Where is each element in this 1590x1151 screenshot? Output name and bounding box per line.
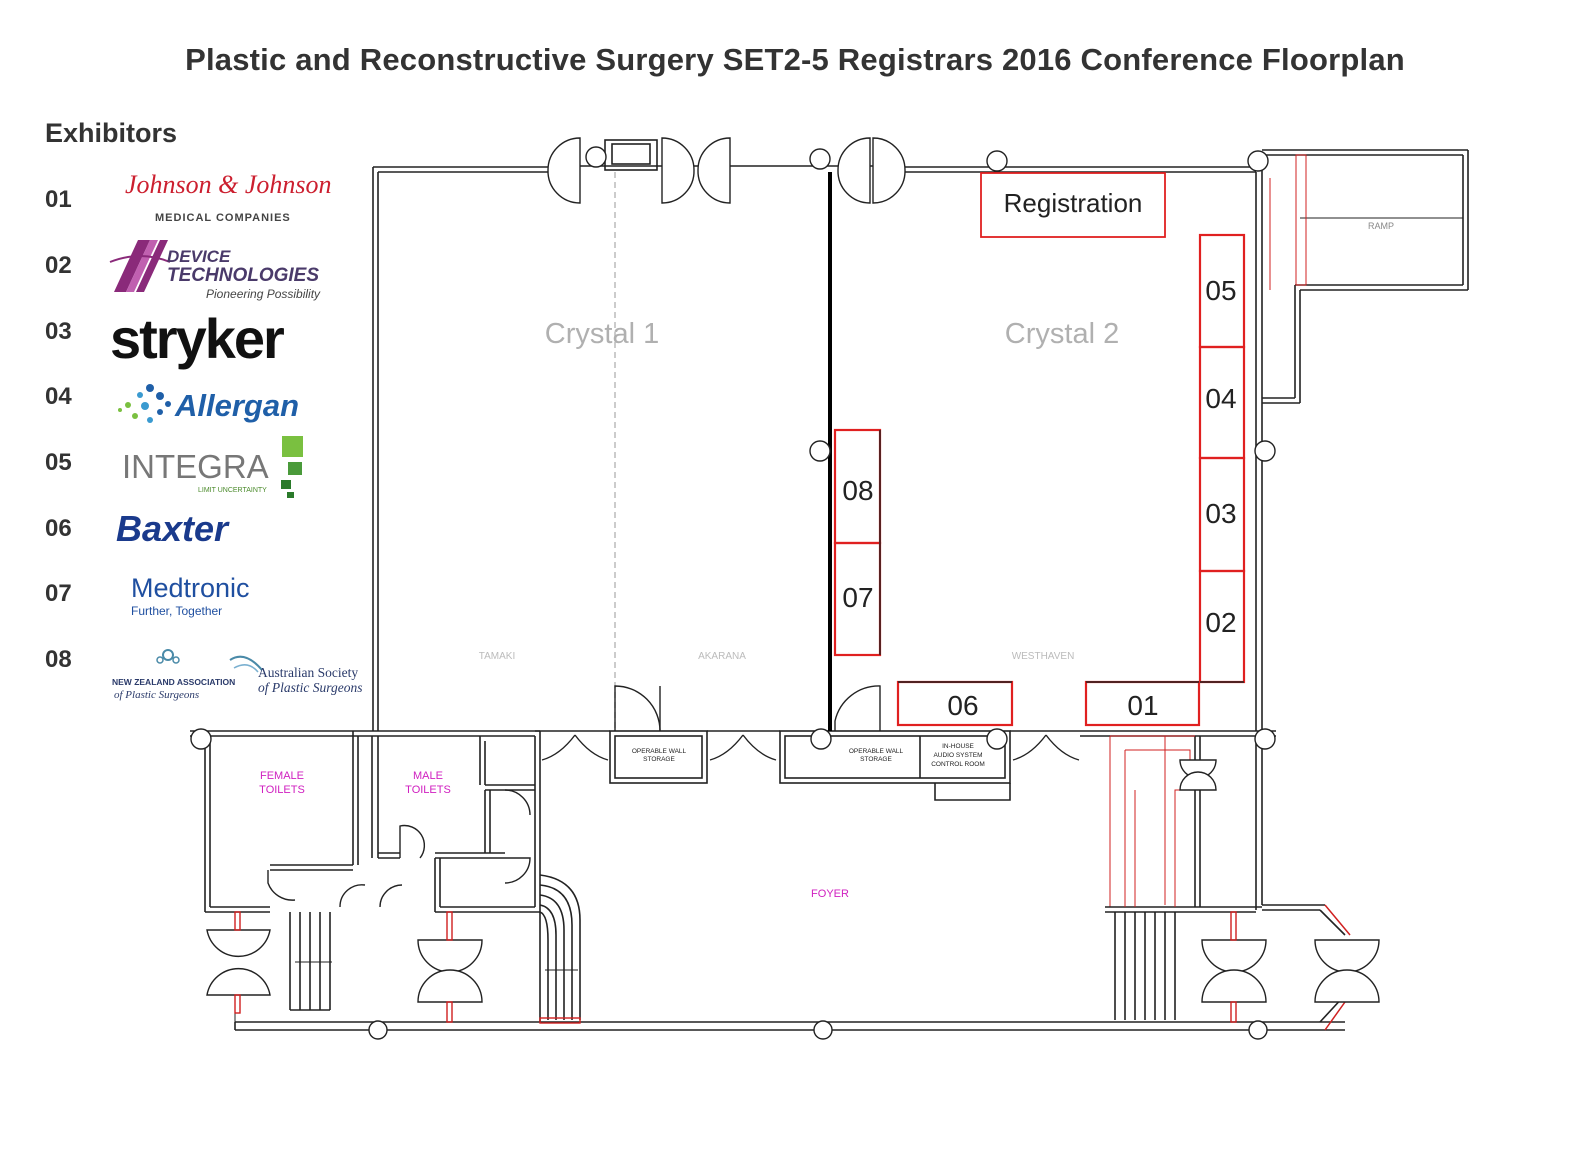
- exhibitor-number-07: 07: [45, 580, 72, 607]
- logo-dt-text: DEVICE: [167, 247, 231, 266]
- logo-device-technologies: DEVICE TECHNOLOGIES Pioneering Possibili…: [109, 240, 321, 301]
- booth-label-06: 06: [947, 690, 978, 721]
- operable-wall-storage-2a: OPERABLE WALL: [849, 748, 904, 755]
- logo-integra-text: INTEGRA: [122, 448, 269, 485]
- booth-black-edges: [879, 430, 1244, 683]
- exhibitor-number-06: 06: [45, 515, 72, 542]
- operable-wall-storage-1b: STORAGE: [643, 756, 675, 763]
- page-title: Plastic and Reconstructive Surgery SET2-…: [185, 42, 1405, 77]
- booth-label-08: 08: [842, 475, 873, 506]
- room-female-toilets-2: TOILETS: [259, 784, 305, 796]
- logo-integra-sub: LIMIT UNCERTAINTY: [198, 487, 267, 494]
- operable-wall-storage-1a: OPERABLE WALL: [632, 748, 687, 755]
- room-male-toilets-2: TOILETS: [405, 784, 451, 796]
- logo-stryker: stryker: [110, 307, 286, 370]
- exhibitors-heading: Exhibitors: [45, 118, 178, 148]
- room-akarana: AKARANA: [698, 651, 746, 662]
- booth-label-07: 07: [842, 582, 873, 613]
- room-crystal-2: Crystal 2: [1005, 318, 1119, 350]
- logo-nzaps-sub: of Plastic Surgeons: [114, 689, 199, 701]
- exhibitor-number-03: 03: [45, 318, 72, 345]
- red-frame-markers: [234, 911, 1237, 1024]
- logo-jj-sub: MEDICAL COMPANIES: [155, 212, 291, 224]
- inhouse-control-1: IN-HOUSE: [942, 743, 974, 750]
- exhibitor-number-01: 01: [45, 186, 72, 213]
- logo-stryker-text: stryker: [110, 307, 284, 370]
- operable-wall-storage-2b: STORAGE: [860, 756, 892, 763]
- logo-nzaps-text: NEW ZEALAND ASSOCIATION: [112, 677, 235, 687]
- logo-medtronic-text: Medtronic: [131, 573, 250, 603]
- logo-johnson-johnson: Johnson & Johnson MEDICAL COMPANIES: [125, 170, 332, 224]
- room-foyer: FOYER: [811, 888, 849, 900]
- registration-label: Registration: [1004, 188, 1143, 218]
- booth-label-02: 02: [1205, 607, 1236, 638]
- logo-dt-sub: Pioneering Possibility: [206, 287, 321, 301]
- columns: [190, 146, 1276, 1040]
- logo-baxter-text: Baxter: [116, 508, 230, 549]
- logo-asps-text: Australian Society: [258, 665, 358, 680]
- exhibitor-number-05: 05: [45, 449, 72, 476]
- booth-label-04: 04: [1205, 383, 1236, 414]
- logo-allergan: Allergan: [118, 384, 299, 423]
- booth-label-03: 03: [1205, 498, 1236, 529]
- room-tamaki: TAMAKI: [479, 651, 515, 662]
- logo-jj-text: Johnson & Johnson: [125, 170, 332, 199]
- registration-desk: [980, 172, 1166, 238]
- logo-asps-sub: of Plastic Surgeons: [258, 680, 363, 695]
- room-crystal-1: Crystal 1: [545, 318, 659, 350]
- room-ramp: RAMP: [1368, 221, 1394, 231]
- logo-integra: INTEGRA LIMIT UNCERTAINTY: [122, 436, 303, 498]
- logo-baxter: Baxter: [116, 508, 230, 549]
- room-westhaven: WESTHAVEN: [1012, 651, 1075, 662]
- logo-dt-text2: TECHNOLOGIES: [167, 265, 319, 286]
- booth-label-01: 01: [1127, 690, 1158, 721]
- room-female-toilets-1: FEMALE: [260, 770, 304, 782]
- logo-medtronic-sub: Further, Together: [131, 604, 222, 618]
- logo-medtronic: Medtronic Further, Together: [131, 573, 250, 618]
- exhibitor-number-02: 02: [45, 252, 72, 279]
- logo-nzaps-asps: NEW ZEALAND ASSOCIATION of Plastic Surge…: [112, 649, 363, 701]
- exhibitor-number-04: 04: [45, 383, 72, 410]
- exhibitor-number-08: 08: [45, 646, 72, 673]
- room-male-toilets-1: MALE: [413, 770, 443, 782]
- logo-allergan-text: Allergan: [174, 388, 299, 423]
- doors: [206, 137, 1380, 1003]
- inhouse-control-3: CONTROL ROOM: [931, 761, 985, 768]
- inhouse-control-2: AUDIO SYSTEM: [933, 752, 982, 759]
- building-walls: [190, 139, 1469, 1031]
- booth-label-05: 05: [1205, 275, 1236, 306]
